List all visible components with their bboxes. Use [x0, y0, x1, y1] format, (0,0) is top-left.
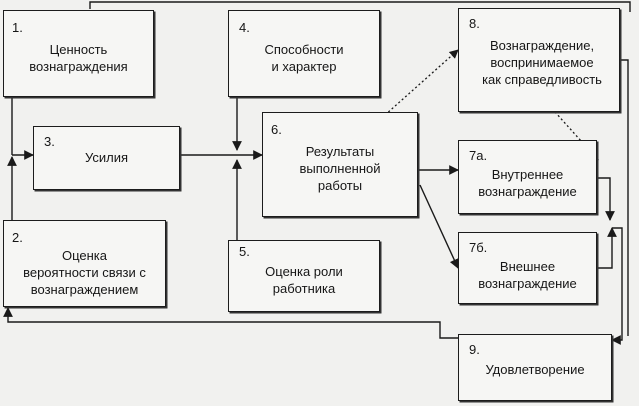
node-label-line: Вознаграждение,	[489, 38, 595, 53]
node-label-line: работы	[317, 178, 363, 193]
node-number: 3.	[44, 134, 55, 149]
node-label-line: Внутреннее	[491, 167, 564, 182]
node-number: 7б.	[469, 240, 488, 255]
connector-7b-to-9	[597, 227, 617, 269]
node-8: 8. Вознаграждение, воспринимаемое как сп…	[458, 8, 620, 112]
connector-feedback-top	[89, 1, 631, 12]
dotted-6-to-8	[384, 49, 459, 116]
node-9: 9. Удовлетворение	[458, 334, 612, 401]
node-label-line: воспринимаемое	[490, 55, 594, 70]
connector-7a-to-9	[597, 177, 615, 221]
node-4: 4. Способности и характер	[228, 10, 380, 97]
node-number: 4.	[239, 20, 250, 35]
node-label-line: Удовлетворение	[485, 362, 585, 377]
node-number: 6.	[271, 122, 282, 137]
node-label-line: Ценность	[49, 42, 108, 57]
node-label-line: Внешнее	[499, 259, 556, 274]
node-label-line: вероятности связи с	[23, 265, 146, 280]
node-label-line: вознаграждения	[29, 59, 128, 74]
connector-8-to-9	[620, 59, 629, 336]
node-label-line: работника	[272, 281, 336, 296]
node-2: 2. Оценка вероятности связи с вознагражд…	[3, 220, 166, 307]
node-7b: 7б. Внешнее вознаграждение	[458, 232, 597, 304]
node-7a: 7а. Внутреннее вознаграждение	[458, 140, 597, 214]
node-number: 7а.	[469, 148, 488, 163]
node-number: 8.	[469, 16, 480, 31]
node-label-line: Оценка	[61, 248, 108, 263]
node-number: 5.	[239, 244, 250, 259]
node-number: 9.	[469, 342, 480, 357]
connector-6-to-7b	[419, 184, 459, 269]
connector-feedback-to-2	[3, 307, 458, 339]
node-3: 3. Усилия	[33, 126, 180, 190]
node-number: 1.	[12, 20, 23, 35]
node-label-line: Способности	[264, 42, 344, 57]
node-label-line: Усилия	[84, 150, 129, 165]
node-label-line: Оценка роли	[265, 264, 343, 279]
node-5: 5. Оценка роли работника	[228, 240, 380, 312]
connector-to-9	[611, 227, 623, 345]
node-label-line: вознаграждением	[30, 282, 139, 297]
node-label-line: выполненной	[299, 161, 381, 176]
node-label-line: и характер	[271, 59, 337, 74]
node-label-line: как справедливость	[482, 72, 602, 87]
node-label-line: вознаграждение	[478, 276, 577, 291]
node-label-line: вознаграждение	[478, 184, 577, 199]
node-1: 1. Ценность вознаграждения	[3, 10, 154, 97]
node-label-line: Результаты	[305, 144, 375, 159]
node-number: 2.	[12, 230, 23, 245]
node-6: 6. Результаты выполненной работы	[262, 112, 418, 217]
